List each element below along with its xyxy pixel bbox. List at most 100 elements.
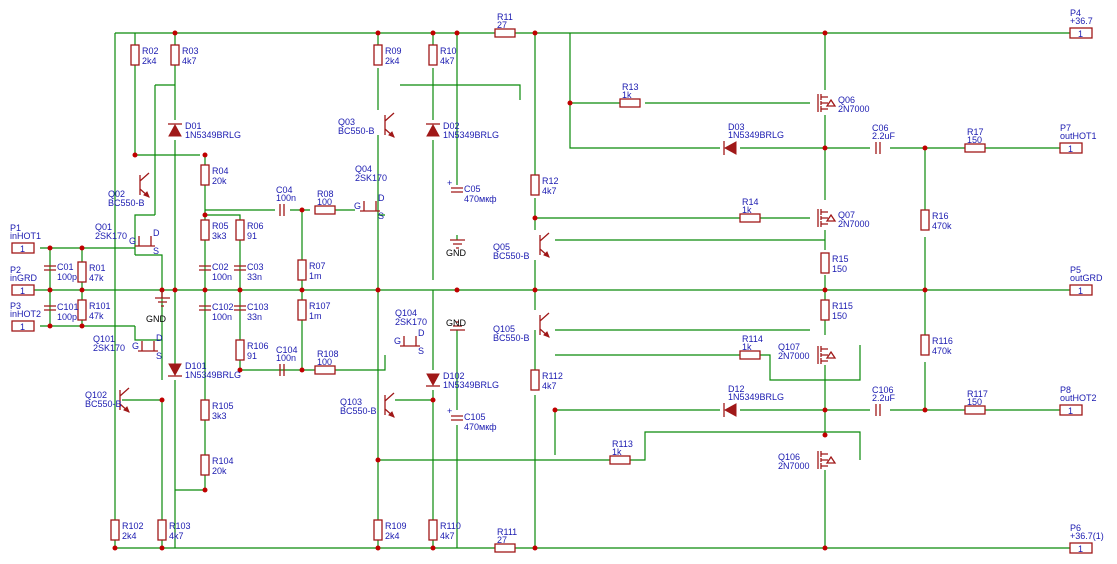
resistor-value: 150 <box>832 311 847 321</box>
pin-letter: S <box>153 246 159 256</box>
connector-ref: P2 <box>10 265 21 275</box>
transistor-ref: Q01 <box>95 222 112 232</box>
resistor-value: 4k7 <box>542 186 557 196</box>
capacitor-value: 100n <box>212 312 232 322</box>
connector-ref: P8 <box>1060 385 1071 395</box>
polarity-mark: + <box>447 178 452 188</box>
capacitor-ref: C06 <box>872 123 889 133</box>
resistor-value: 1k <box>622 90 632 100</box>
diode-value: 1N5349BRLG <box>443 130 499 140</box>
capacitor-ref: C105 <box>464 412 486 422</box>
resistor-ref: R10 <box>440 46 457 56</box>
transistor-ref: Q02 <box>108 189 125 199</box>
resistor-ref: R01 <box>89 263 106 273</box>
capacitor-ref: C05 <box>464 184 481 194</box>
resistor-value: 100 <box>317 357 332 367</box>
resistor-ref: R16 <box>932 211 949 221</box>
resistor-value: 150 <box>832 264 847 274</box>
transistor-ref: Q05 <box>493 242 510 252</box>
capacitor-value: 470мкф <box>464 194 497 204</box>
capacitor-ref: C101 <box>57 302 79 312</box>
resistor-value: 27 <box>497 535 507 545</box>
resistor-ref: R04 <box>212 166 229 176</box>
ground-label: GND <box>446 248 467 258</box>
resistor-value: 1m <box>309 271 322 281</box>
connector-pin: 1 <box>1068 406 1073 416</box>
resistor-value: 20k <box>212 466 227 476</box>
resistor-value: 1k <box>612 447 622 457</box>
resistor-ref: R14 <box>742 197 759 207</box>
resistor-ref: R03 <box>182 46 199 56</box>
resistor-ref: R106 <box>247 341 269 351</box>
capacitor-value: 33n <box>247 312 262 322</box>
resistor-value: 100 <box>317 197 332 207</box>
resistor-value: 4k7 <box>542 381 557 391</box>
ground-symbols: GND GND GND <box>146 239 467 331</box>
transistor-value: BC550-B <box>85 399 122 409</box>
transistor-ref: Q107 <box>778 342 800 352</box>
connector-ref: P5 <box>1070 265 1081 275</box>
diode-ref: D102 <box>443 371 465 381</box>
resistor-ref: R107 <box>309 301 331 311</box>
transistor-value: 2N7000 <box>838 104 870 114</box>
capacitor-ref: C04 <box>276 185 293 195</box>
pin-letter: G <box>132 341 139 351</box>
resistor-value: 4k7 <box>169 531 184 541</box>
resistor-ref: R02 <box>142 46 159 56</box>
resistor-ref: R15 <box>832 254 849 264</box>
capacitor-value: 2.2uF <box>872 393 896 403</box>
resistor-value: 470k <box>932 221 952 231</box>
connector-p6: 1P6+36.7(1) <box>1069 523 1104 554</box>
resistor-value: 1k <box>742 205 752 215</box>
capacitor-ref: C02 <box>212 262 229 272</box>
ground-label: GND <box>446 318 467 328</box>
diode-value: 1N5349BRLG <box>185 130 241 140</box>
resistor-value: 2k4 <box>122 531 137 541</box>
resistor-ref: R06 <box>247 221 264 231</box>
pin-letter: D <box>156 333 163 343</box>
resistor-value: 4k7 <box>182 56 197 66</box>
transistor-value: 2SK170 <box>355 173 387 183</box>
resistor-ref: R07 <box>309 261 326 271</box>
resistor-ref: R114 <box>742 334 763 344</box>
wires <box>12 32 1080 549</box>
connector-ref: P1 <box>10 223 21 233</box>
resistor-value: 47k <box>89 273 104 283</box>
resistor-ref: R13 <box>622 82 639 92</box>
resistor-ref: R108 <box>317 349 339 359</box>
pin-letter: D <box>153 228 160 238</box>
resistor-value: 2k4 <box>385 56 400 66</box>
